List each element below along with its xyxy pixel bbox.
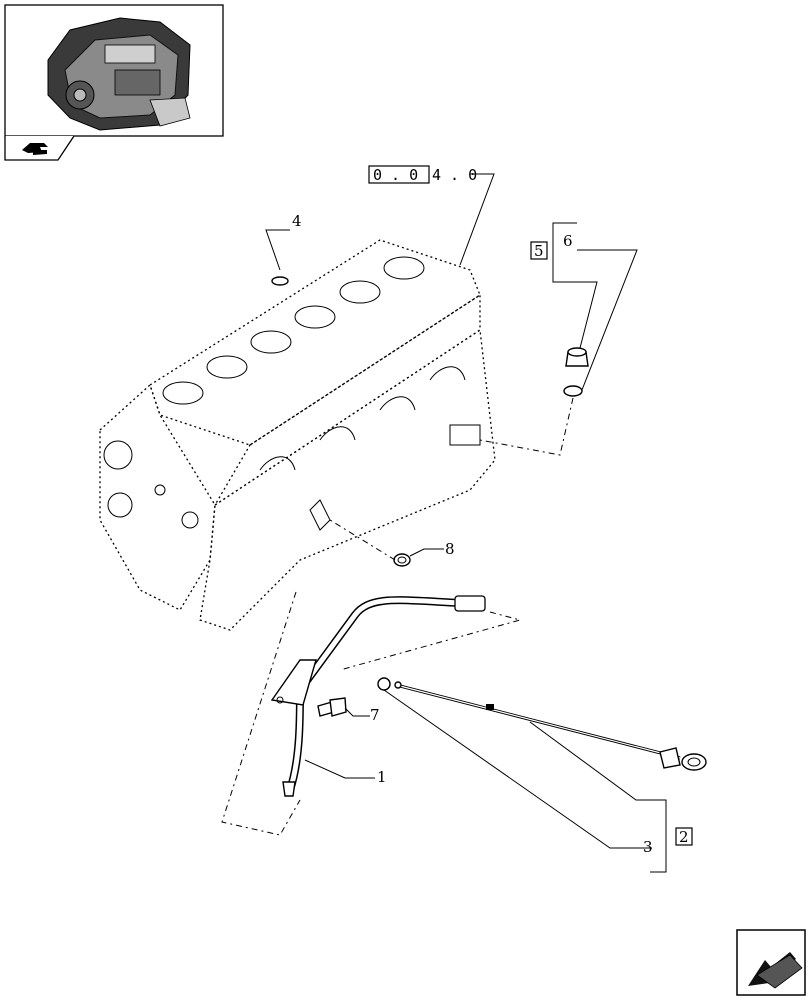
callout-7: 7 xyxy=(370,706,380,724)
item-3-dipstick: 3 2 xyxy=(377,677,707,873)
item-6-plug: 5 6 xyxy=(479,222,638,456)
item-8-oring: 8 xyxy=(329,519,455,567)
group-reference: 0 . 0 4 . 0 xyxy=(368,165,495,266)
group-reference-suffix: 4 . 0 xyxy=(432,166,477,184)
callout-3: 3 xyxy=(643,838,653,856)
callout-6: 6 xyxy=(563,232,573,250)
item-7-bolt: 7 xyxy=(317,697,380,724)
arrow-corner-icon[interactable] xyxy=(736,929,806,996)
callout-4: 4 xyxy=(292,212,302,230)
engine-block xyxy=(99,239,496,631)
group-reference-prefix: 0 . 0 xyxy=(373,166,418,184)
callout-5: 5 xyxy=(534,242,544,260)
callout-1: 1 xyxy=(377,768,387,786)
item-1-dipstick-tube: 1 xyxy=(221,591,522,836)
callout-8: 8 xyxy=(445,540,455,558)
item-4-plug: 4 xyxy=(265,212,302,286)
hand-pointer-icon[interactable] xyxy=(4,135,75,161)
engine-thumbnail-icon[interactable] xyxy=(4,4,224,137)
callout-2: 2 xyxy=(679,828,689,846)
